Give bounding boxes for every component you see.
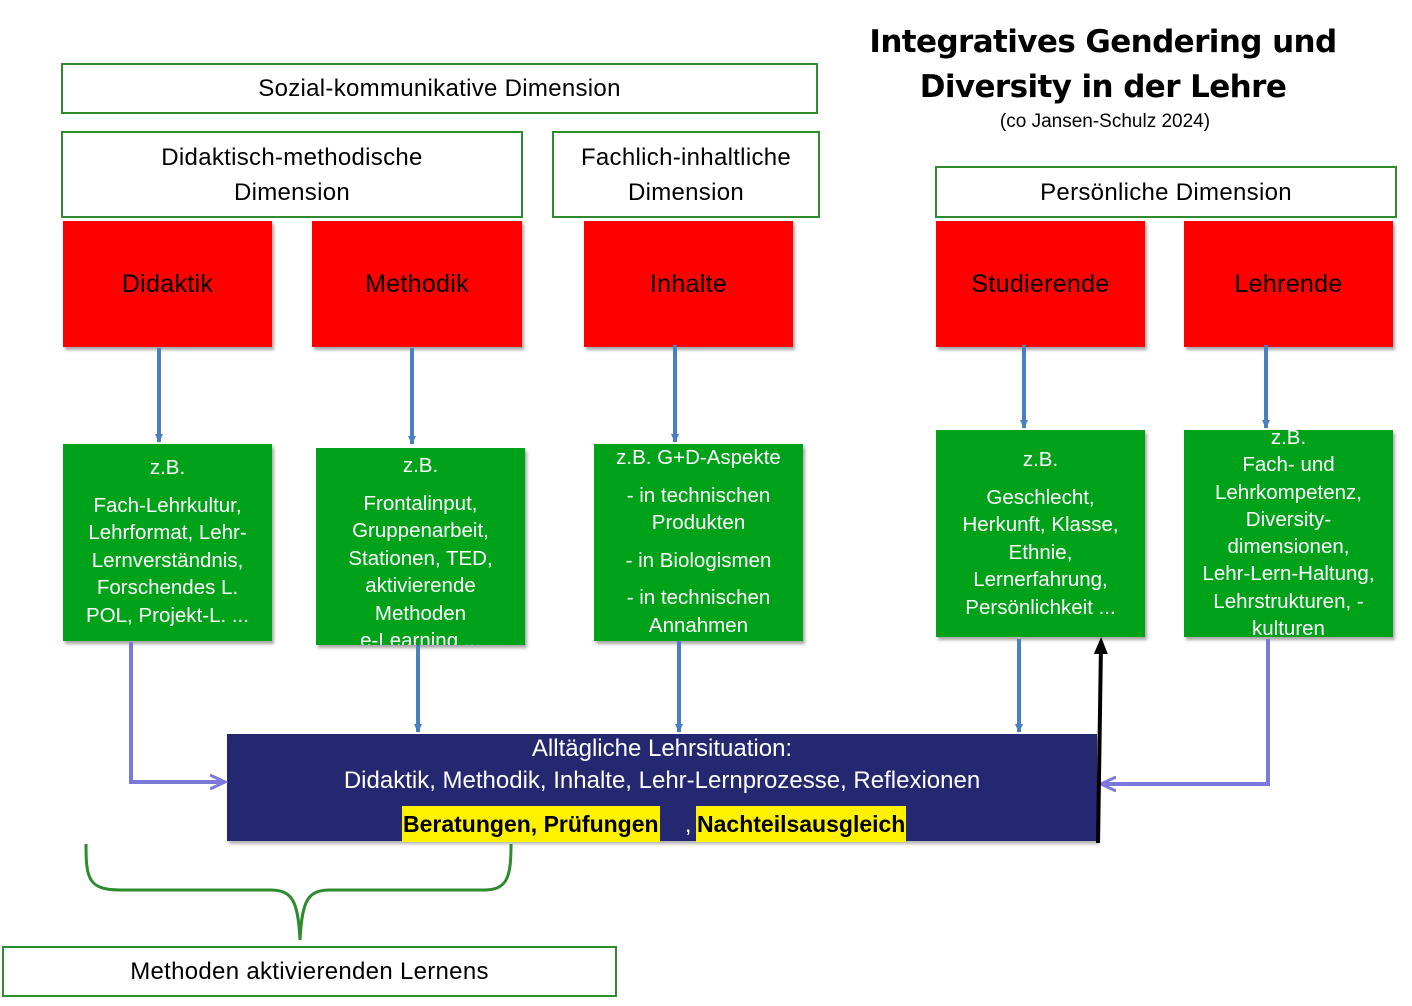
examples-methodik-line: z.B. [402,454,439,477]
examples-inhalte-line: - in technischen [626,586,771,609]
highlight-counseling-exams: Beratungen, Prüfungen [402,806,660,842]
examples-inhalte: z.B. G+D-Aspekte - in technischen Produk… [594,444,803,641]
examples-didaktik-line: Lehrformat, Lehr- [88,521,247,544]
arrow-lehrende-elbow [1102,639,1270,784]
arrow-didaktik-elbow [129,642,224,782]
active-learning-box: Methoden aktivierenden Lernens [2,946,617,997]
examples-lehrende-line: Diversity- [1245,507,1332,531]
examples-studierende: z.B. Geschlecht, Herkunft, Klasse, Ethni… [936,430,1145,637]
examples-didaktik-line: z.B. [149,456,186,479]
examples-studierende-line: Lernerfahrung, [973,568,1108,591]
examples-methodik-line: aktivierende [365,574,476,597]
title-line-2: Diversity in der Lehre [919,69,1287,105]
category-inhalte: Inhalte [584,221,793,347]
examples-methodik-line: Stationen, TED, [348,546,493,570]
examples-lehrende-line: Lehr-Lern-Haltung, [1202,562,1375,586]
examples-inhalte-line: Annahmen [648,613,749,637]
highlight-compensation: Nachteilsausgleich [696,806,907,842]
examples-methodik-line: Frontalinput, [363,491,478,515]
examples-lehrende: z.B. Fach- und Lehrkompetenz, Diversity-… [1184,430,1393,637]
examples-studierende-line: Persönlichkeit ... [965,595,1116,619]
examples-didaktik-line: Fach-Lehrkultur, [93,493,242,517]
examples-didaktik-line: Forschendes L. [96,576,239,599]
category-lehrende-label: Lehrende [1234,269,1343,298]
diagram-subtitle: (co Jansen-Schulz 2024) [999,111,1211,132]
social-dimension-label: Sozial-kommunikative Dimension [258,75,621,102]
examples-lehrende-line: dimensionen, [1227,535,1350,559]
examples-methodik-line: Methoden [374,601,467,625]
teaching-situation-box: Alltägliche Lehrsituation: Didaktik, Met… [227,734,1097,842]
personal-dimension-label: Persönliche Dimension [1040,178,1292,206]
examples-inhalte-line: Produkten [651,511,746,534]
category-didaktik: Didaktik [63,221,272,347]
content-dimension-line-1: Fachlich-inhaltliche [580,143,792,171]
category-inhalte-label: Inhalte [649,269,728,298]
examples-studierende-line: Ethnie, [1008,540,1073,564]
content-dimension-box: Fachlich-inhaltliche Dimension [552,131,820,218]
examples-methodik-line: Gruppenarbeit, [352,519,489,542]
examples-inhalte-line: - in Biologismen [625,548,772,572]
active-learning-label: Methoden aktivierenden Lernens [130,958,489,985]
didactic-dimension-line-1: Didaktisch-methodische [161,143,423,171]
curly-brace [84,843,513,941]
examples-didaktik-line: Lernverständnis, [91,548,244,572]
social-dimension-box: Sozial-kommunikative Dimension [61,63,818,114]
examples-lehrende-line: Lehrkompetenz, [1214,480,1362,504]
category-methodik-label: Methodik [365,269,469,298]
examples-studierende-line: z.B. [1022,448,1059,471]
title-line-1: Integratives Gendering und [869,24,1337,60]
teaching-situation-items: Didaktik, Methodik, Inhalte, Lehr-Lernpr… [343,767,981,794]
category-methodik: Methodik [312,221,522,347]
didactic-dimension-line-2: Dimension [233,178,351,206]
examples-lehrende-line: Fach- und [1242,453,1335,477]
category-didaktik-label: Didaktik [121,269,214,298]
category-studierende: Studierende [936,221,1145,347]
personal-dimension-box: Persönliche Dimension [935,166,1397,218]
examples-lehrende-line: Lehrstrukturen, - [1213,589,1364,613]
category-lehrende: Lehrende [1184,221,1393,347]
highlight-separator: , [685,811,692,837]
examples-didaktik: z.B. Fach-Lehrkultur, Lehrformat, Lehr- … [63,444,272,641]
arrow-situation-to-studierende [1093,637,1108,844]
examples-inhalte-line: z.B. G+D-Aspekte [616,446,781,469]
content-dimension-line-2: Dimension [627,178,745,206]
examples-lehrende-line: kulturen [1252,617,1325,637]
examples-didaktik-line: POL, Projekt-L. ... [86,603,249,627]
examples-studierende-line: Herkunft, Klasse, [962,513,1119,536]
examples-methodik: z.B. Frontalinput, Gruppenarbeit, Statio… [316,448,525,645]
examples-methodik-line: e-Learning ... [360,629,481,645]
didactic-dimension-box: Didaktisch-methodische Dimension [61,131,523,218]
teaching-situation-title: Alltägliche Lehrsituation: [531,735,793,762]
examples-studierende-line: Geschlecht, [986,485,1095,509]
examples-inhalte-line: - in technischen [626,483,771,507]
diagram-title: Integratives Gendering und Diversity in … [868,20,1338,110]
category-studierende-label: Studierende [971,269,1110,298]
examples-lehrende-line: z.B. [1270,430,1307,449]
